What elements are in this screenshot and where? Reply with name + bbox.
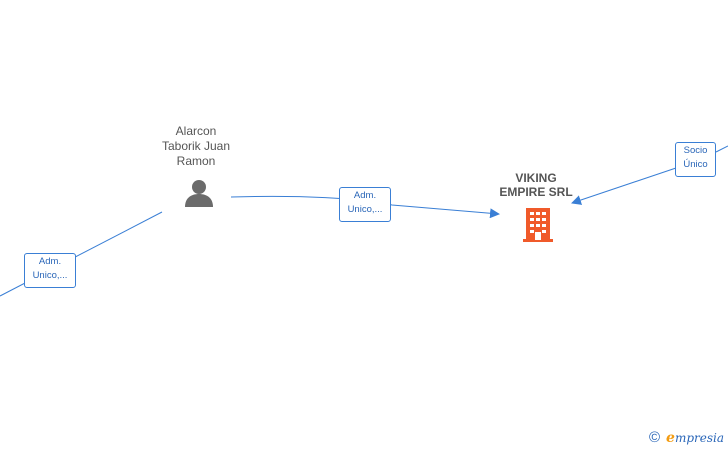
- company-name-line-2: EMPIRE SRL: [499, 185, 573, 199]
- building-icon[interactable]: [522, 208, 554, 242]
- brand-rest: mpresia: [674, 430, 724, 445]
- company-name[interactable]: VIKING EMPIRE SRL: [486, 171, 586, 199]
- person-icon[interactable]: [183, 178, 215, 208]
- edge-label-line-1: Adm.: [38, 256, 62, 267]
- edge-label-person-to-company[interactable]: Adm. Unico,...: [339, 187, 391, 222]
- edge-label-line-2: Unico,...: [347, 204, 383, 215]
- brand-initial: e: [666, 429, 675, 446]
- edge-label-line-1: Socio: [683, 145, 708, 156]
- person-name-line-3: Ramon: [176, 154, 216, 168]
- edge-offscreen-to-company: [572, 145, 728, 203]
- edge-label-line-2: Unico,...: [32, 270, 68, 281]
- edge-label-line-2: Único: [683, 159, 708, 170]
- edge-label-offscreen-to-company[interactable]: Socio Único: [675, 142, 716, 177]
- person-name-line-1: Alarcon: [175, 124, 217, 138]
- brand-logo: empresia: [666, 430, 724, 446]
- copyright-icon: ©: [648, 429, 661, 446]
- person-name-line-2: Taborik Juan: [161, 139, 231, 153]
- empresia-watermark: © empresia: [649, 429, 724, 446]
- person-name[interactable]: Alarcon Taborik Juan Ramon: [146, 124, 246, 169]
- edge-label-offscreen-to-person[interactable]: Adm. Unico,...: [24, 253, 76, 288]
- edge-label-line-1: Adm.: [353, 190, 377, 201]
- company-name-line-1: VIKING: [515, 171, 557, 185]
